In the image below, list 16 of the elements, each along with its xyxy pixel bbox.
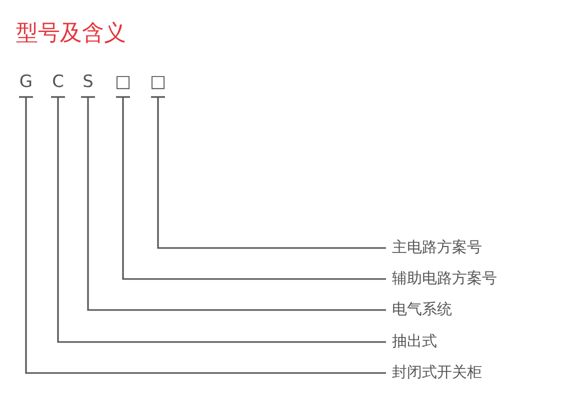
meaning-label: 辅助电路方案号 [392,269,497,287]
code-letter: S [80,72,96,92]
code-letter: G [18,72,34,92]
code-letter: □ [115,72,131,92]
meaning-label: 抽出式 [392,332,437,350]
meaning-label: 封闭式开关柜 [392,363,482,381]
leader-line [80,96,386,311]
code-letter: □ [150,72,166,92]
leader-line [150,96,386,249]
leader-line [115,96,386,280]
leader-line [18,96,386,374]
code-letter: C [50,72,66,92]
meaning-label: 电气系统 [392,300,452,318]
leader-line [50,96,386,343]
title: 型号及含义 [16,20,126,48]
meaning-label: 主电路方案号 [392,238,482,256]
